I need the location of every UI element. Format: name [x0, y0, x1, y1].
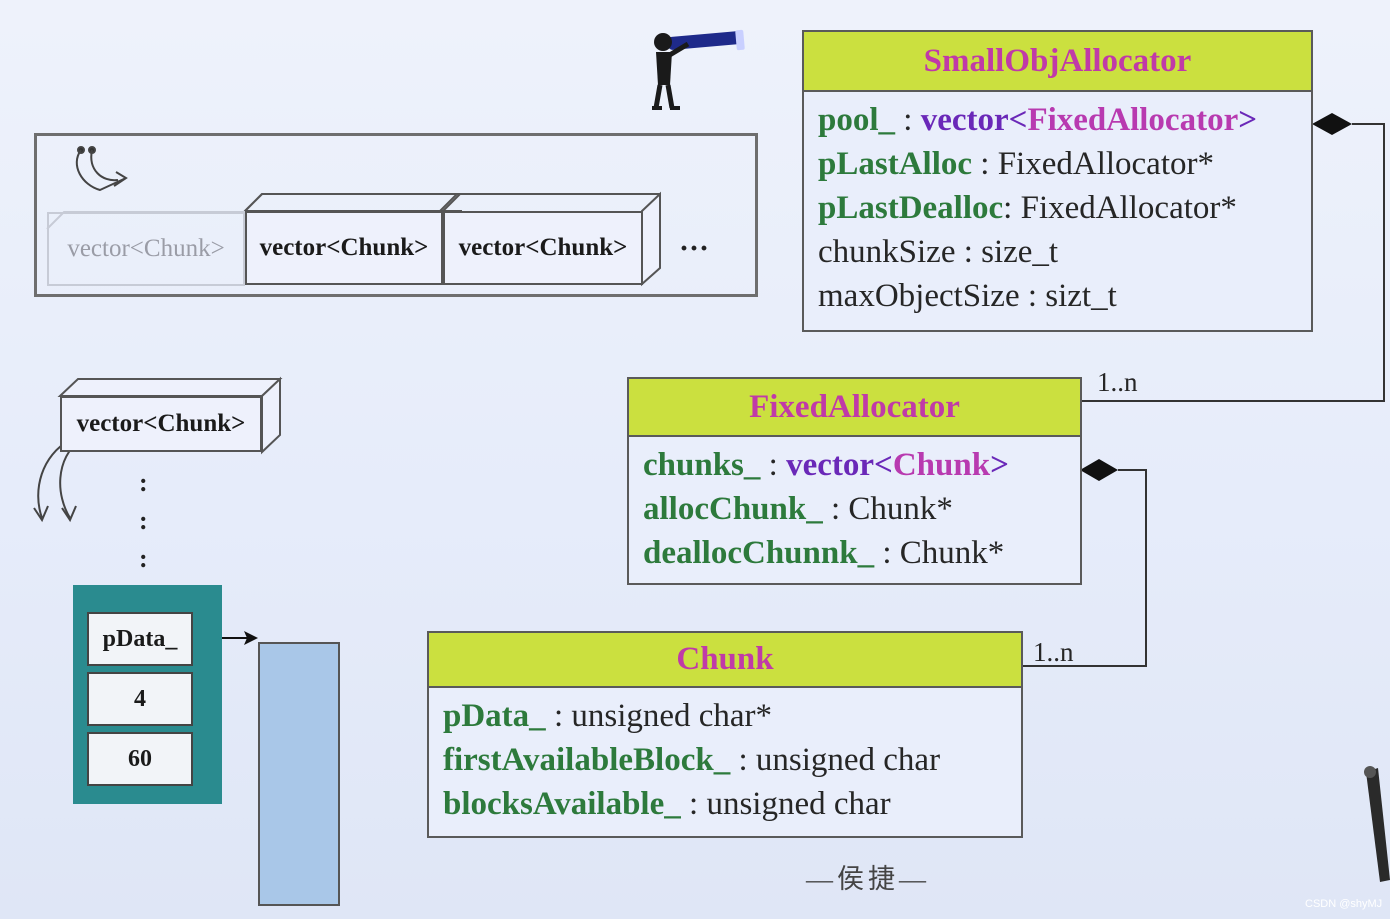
vector-cell-ghost: vector<Chunk> [47, 212, 245, 286]
attr-row: allocChunk_ : Chunk* [643, 491, 953, 527]
attr-row: firstAvailableBlock_ : unsigned char [443, 742, 941, 778]
class-title: FixedAllocator [629, 379, 1080, 437]
class-attributes: chunks_ : vector<Chunk> allocChunk_ : Ch… [629, 437, 1080, 581]
class-small-obj-allocator: SmallObjAllocator pool_ : vector<FixedAl… [802, 30, 1313, 332]
attr-row: deallocChunnk_ : Chunk* [643, 535, 1005, 571]
vertical-dot: : [139, 468, 148, 497]
vector-array-container [34, 133, 758, 297]
composition-chunks-connector [1023, 459, 1147, 667]
vertical-dot: : [139, 506, 148, 535]
multiplicity-label-fixed: 1..n [1097, 367, 1138, 397]
attr-row: chunks_ : vector<Chunk> [643, 447, 1009, 483]
composition-pool-connector [1081, 113, 1385, 402]
author-label: —侯捷— [806, 864, 930, 894]
telescope-figure-icon [652, 29, 745, 110]
attr-row: blocksAvailable_ : unsigned char [443, 786, 891, 822]
class-chunk: Chunk pData_ : unsigned char* firstAvail… [427, 631, 1023, 838]
class-title: SmallObjAllocator [804, 32, 1311, 92]
attr-row: pLastAlloc : FixedAllocator* [818, 146, 1214, 182]
class-fixed-allocator: FixedAllocator chunks_ : vector<Chunk> a… [627, 377, 1082, 585]
attr-row: chunkSize : size_t [818, 234, 1059, 270]
memory-buffer [258, 642, 340, 906]
class-attributes: pool_ : vector<FixedAllocator> pLastAllo… [804, 92, 1311, 324]
attr-row: pData_ : unsigned char* [443, 698, 773, 734]
chunk-cell-first-available: 4 [87, 672, 193, 726]
attr-row: pool_ : vector<FixedAllocator> [818, 102, 1258, 138]
watermark-credit: CSDN @shyMJ [1305, 898, 1383, 910]
more-ellipsis: ··· [679, 232, 710, 265]
class-attributes: pData_ : unsigned char* firstAvailableBl… [429, 688, 1021, 832]
single-vector-3d-faces [57, 376, 283, 455]
multiplicity-label-chunk: 1..n [1033, 637, 1074, 667]
pen-icon [1364, 766, 1390, 882]
single-vector-cell: vector<Chunk> [60, 396, 262, 452]
vector-cell: vector<Chunk> [443, 211, 643, 285]
class-title: Chunk [429, 633, 1021, 688]
attr-row: pLastDealloc: FixedAllocator* [818, 190, 1237, 226]
chunk-cell-pdata: pData_ [87, 612, 193, 666]
attr-row: maxObjectSize : sizt_t [818, 278, 1117, 314]
chunk-cell-blocks-available: 60 [87, 732, 193, 786]
vector-cell: vector<Chunk> [245, 211, 443, 285]
vertical-dot: : [139, 544, 148, 573]
curly-arrow-icon [75, 146, 128, 192]
